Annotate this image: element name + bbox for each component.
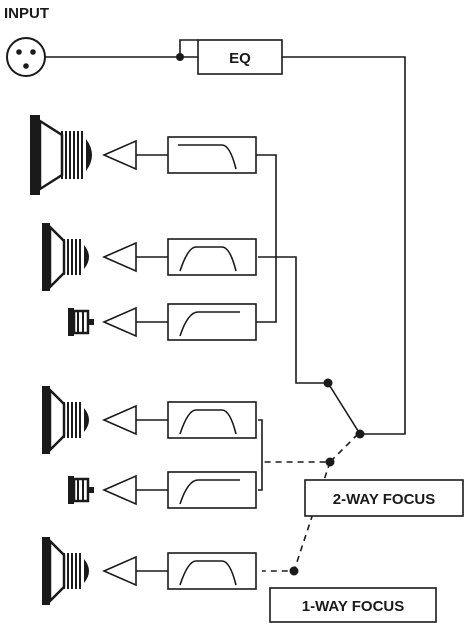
filter-block xyxy=(167,303,257,341)
midrange-speaker-icon xyxy=(42,223,89,291)
svg-text:1-WAY FOCUS: 1-WAY FOCUS xyxy=(302,598,405,615)
filter-curve-icon xyxy=(179,560,237,586)
filter-block xyxy=(167,238,257,276)
tweeter-icon xyxy=(68,476,94,504)
filter-curve-icon xyxy=(179,409,237,435)
midrange-speaker-icon xyxy=(42,386,89,454)
channel-rows xyxy=(30,115,257,605)
eq-block: EQ xyxy=(197,39,283,75)
subwoofer-icon xyxy=(30,115,92,195)
amplifier-icon xyxy=(102,241,137,273)
two-way-bus xyxy=(258,419,263,491)
filter-block xyxy=(167,401,257,439)
input-label: INPUT xyxy=(4,5,49,22)
xlr-connector-icon xyxy=(6,37,46,77)
amplifier-icon xyxy=(102,139,137,171)
three-way-feed xyxy=(258,256,328,384)
three-way-bus xyxy=(256,154,277,323)
filter-block xyxy=(167,471,257,509)
filter-block xyxy=(167,136,257,174)
channel-row-4 xyxy=(42,386,257,454)
channel-row-1 xyxy=(30,115,257,195)
filter-curve-icon xyxy=(179,479,240,505)
amplifier-icon xyxy=(102,306,137,338)
eq-output-wire xyxy=(282,56,406,435)
channel-row-2 xyxy=(42,223,257,291)
filter-curve-icon xyxy=(178,144,237,170)
one-way-focus-label: 1-WAY FOCUS xyxy=(269,587,437,623)
amplifier-icon xyxy=(102,404,137,436)
tap-wire xyxy=(179,39,198,57)
eq-label: EQ xyxy=(229,50,251,67)
channel-row-3 xyxy=(68,303,257,341)
two-way-route xyxy=(262,433,359,463)
tweeter-icon xyxy=(68,308,94,336)
midrange-speaker-icon xyxy=(42,537,89,605)
two-way-focus-label: 2-WAY FOCUS xyxy=(304,479,464,517)
filter-curve-icon xyxy=(179,311,240,337)
one-way-dot xyxy=(289,566,299,576)
switch-lever xyxy=(327,382,361,435)
amplifier-icon xyxy=(102,474,137,506)
filter-block xyxy=(167,552,257,590)
amplifier-icon xyxy=(102,555,137,587)
filter-curve-icon xyxy=(179,246,237,272)
channel-row-6 xyxy=(42,537,257,605)
svg-text:2-WAY FOCUS: 2-WAY FOCUS xyxy=(333,491,436,508)
channel-row-5 xyxy=(68,471,257,509)
